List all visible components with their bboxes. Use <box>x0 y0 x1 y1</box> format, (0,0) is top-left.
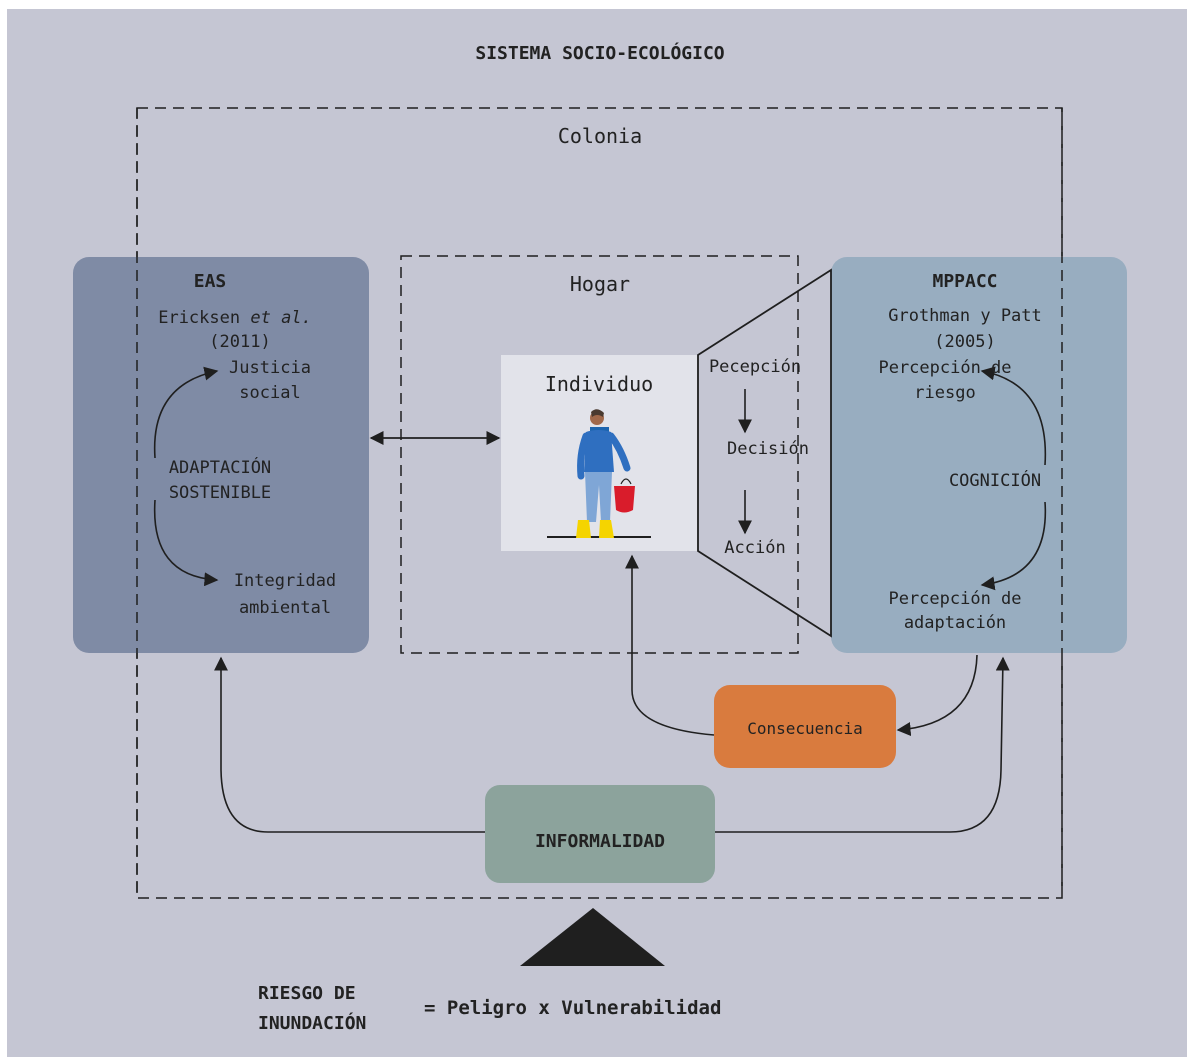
eas-author-etal: et al. <box>250 308 312 328</box>
eas-integridad-line2: ambiental <box>238 598 332 618</box>
hogar-boundary <box>400 255 799 654</box>
informalidad-eas-arrow <box>214 656 485 833</box>
mppacc-riesgo-line2: riesgo <box>914 383 976 403</box>
mppacc-riesgo-line1: Percepción de <box>878 358 1012 378</box>
eas-adaptacion-line1: ADAPTACIÓN <box>168 458 272 478</box>
eas-author: Ericksen et al. <box>100 305 370 332</box>
step-decision: Decisión <box>727 439 809 459</box>
consecuencia-individuo-arrow <box>625 554 715 736</box>
informalidad-mppacc-arrow <box>715 656 1010 833</box>
eas-justicia-line1: Justicia <box>229 358 311 378</box>
mppacc-adaptacion-line1: Percepción de <box>888 589 1022 609</box>
individuo-label: Individuo <box>544 372 654 396</box>
mppacc-riesgo-arrow <box>980 366 1047 466</box>
mppacc-author: Grothman y Patt <box>888 306 1042 326</box>
informalidad-label: INFORMALIDAD <box>534 831 666 852</box>
formula-lhs-line1: RIESGO DE <box>258 983 356 1004</box>
eas-author-name: Ericksen <box>158 308 241 328</box>
eas-box <box>73 257 369 653</box>
eas-integridad-line1: Integridad <box>233 571 337 591</box>
step-percepcion: Pecepción <box>708 357 802 377</box>
perception-funnel <box>697 268 832 638</box>
step-accion: Acción <box>724 538 786 558</box>
informalidad-box <box>485 785 715 883</box>
diagram-title: SISTEMA SOCIO-ECOLÓGICO <box>475 43 725 64</box>
consecuencia-box <box>714 685 896 768</box>
eas-justicia-line2: social <box>239 383 301 403</box>
consecuencia-label: Consecuencia <box>747 719 863 738</box>
mppacc-consecuencia-arrow <box>896 654 978 736</box>
mppacc-year: (2005) <box>934 332 996 352</box>
eas-integridad-arrow <box>153 499 219 587</box>
mppacc-adaptacion-arrow <box>980 501 1047 591</box>
eas-year: (2011) <box>209 332 271 352</box>
mppacc-title: MPPACC <box>932 271 998 292</box>
formula-rhs: = Peligro x Vulnerabilidad <box>424 997 722 1019</box>
colonia-label: Colonia <box>557 124 643 148</box>
eas-title: EAS <box>193 271 227 292</box>
eas-adaptacion-line2: SOSTENIBLE <box>168 483 272 503</box>
eas-justicia-arrow <box>153 366 219 459</box>
triangle-icon <box>520 908 665 966</box>
hogar-label: Hogar <box>569 272 631 296</box>
mppacc-cognicion: COGNICIÓN <box>948 471 1042 491</box>
mppacc-adaptacion-line2: adaptación <box>903 613 1007 633</box>
person-with-bucket-icon <box>547 409 651 538</box>
formula-lhs-line2: INUNDACIÓN <box>258 1013 367 1034</box>
mppacc-box <box>831 257 1127 653</box>
